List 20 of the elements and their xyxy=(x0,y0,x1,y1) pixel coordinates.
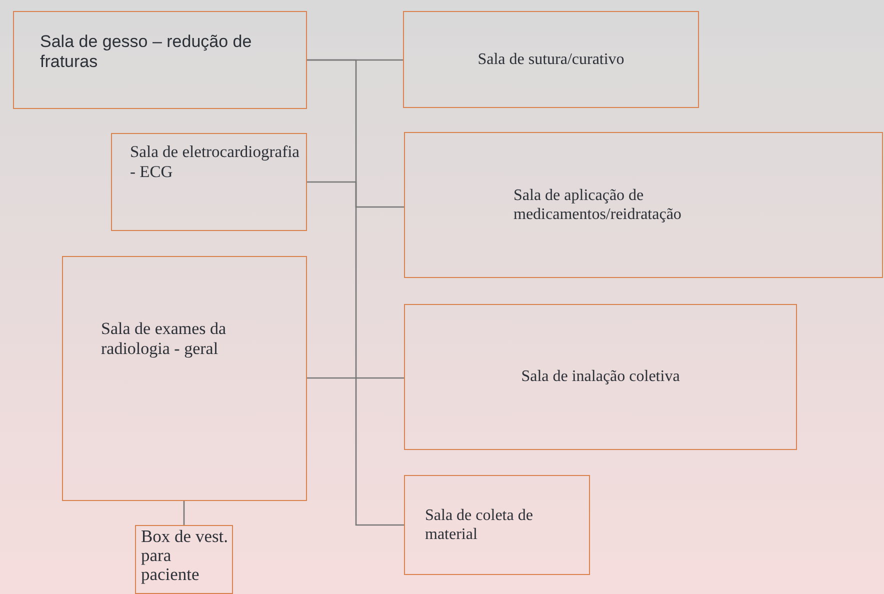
room-box xyxy=(13,11,307,109)
room-box xyxy=(111,133,307,231)
room-box xyxy=(135,525,233,594)
room-label: Sala de aplicação de medicamentos/reidratação xyxy=(514,186,682,224)
room-box xyxy=(404,304,797,450)
connector-line xyxy=(307,377,404,379)
room-label: Sala de inalação coletiva xyxy=(521,367,680,387)
connector-line xyxy=(183,501,185,525)
room-label: Sala de eletrocardiografia - ECG xyxy=(130,142,300,182)
room-label: Sala de exames da radiologia - geral xyxy=(101,319,228,360)
room-box xyxy=(404,475,590,575)
connector-line xyxy=(307,59,404,526)
room-label: Box de vest. para paciente xyxy=(141,527,230,584)
room-box xyxy=(404,132,883,278)
room-label: Sala de coleta de material xyxy=(425,506,534,544)
room-label: Sala de sutura/curativo xyxy=(478,50,624,70)
room-label: Sala de gesso – redução de fraturas xyxy=(40,32,253,73)
room-box xyxy=(403,11,699,108)
room-box xyxy=(62,256,307,501)
connector-line xyxy=(307,181,404,208)
